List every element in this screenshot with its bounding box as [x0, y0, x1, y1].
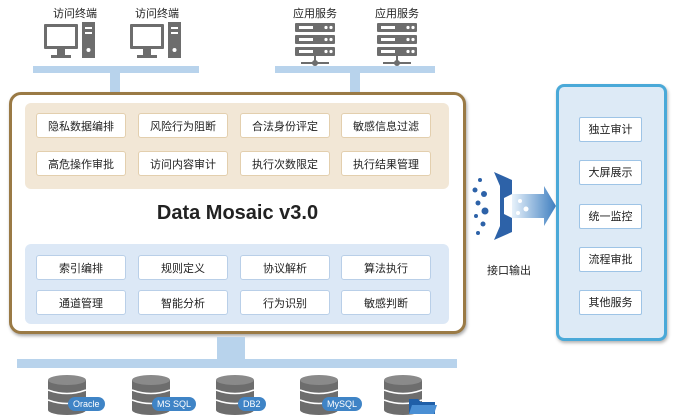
engine-function-area: 索引编排 规则定义 协议解析 算法执行 通道管理 智能分析 行为识别 敏感判断 [25, 244, 449, 324]
database-oracle: Oracle [42, 374, 112, 418]
function-high-risk-approval: 高危操作审批 [36, 151, 126, 176]
output-services-panel: 独立审计 大屏展示 统一监控 流程审批 其他服务 [556, 84, 667, 341]
server-connector-bar [275, 66, 435, 73]
output-other-services: 其他服务 [579, 290, 642, 315]
terminal-connector-stem [110, 73, 120, 93]
function-execution-limit: 执行次数限定 [240, 151, 330, 176]
interface-output-label: 接口输出 [487, 264, 531, 277]
output-independent-audit: 独立审计 [579, 117, 642, 142]
function-access-audit: 访问内容审计 [138, 151, 228, 176]
terminal-connector-bar [33, 66, 199, 73]
database-label-oracle: Oracle [68, 397, 105, 411]
folder-icon [409, 399, 437, 414]
database-mysql: MySQL [294, 374, 366, 418]
monitor-icon [44, 22, 95, 58]
database-label-mysql: MySQL [322, 397, 363, 411]
system-title: Data Mosaic v3.0 [156, 202, 319, 224]
function-identity-verification: 合法身份评定 [240, 113, 330, 138]
output-unified-monitoring: 统一监控 [579, 204, 642, 229]
function-protocol-parsing: 协议解析 [240, 255, 330, 280]
function-sensitive-filter: 敏感信息过滤 [341, 113, 431, 138]
security-function-area: 隐私数据编排 风险行为阻断 合法身份评定 敏感信息过滤 高危操作审批 访问内容审… [25, 103, 449, 189]
function-intelligent-analysis: 智能分析 [138, 290, 228, 315]
function-algorithm-execution: 算法执行 [341, 255, 431, 280]
server-label-1: 应用服务 [293, 7, 337, 20]
server-label-2: 应用服务 [375, 7, 419, 20]
database-label-db2: DB2 [238, 397, 266, 411]
database-db2: DB2 [210, 374, 280, 418]
server-icon [377, 23, 417, 66]
database-files [378, 374, 448, 418]
output-process-approval: 流程审批 [579, 247, 642, 272]
monitor-icon [130, 22, 181, 58]
function-sensitivity-judgment: 敏感判断 [341, 290, 431, 315]
server-connector-stem [350, 73, 360, 93]
function-rule-definition: 规则定义 [138, 255, 228, 280]
terminal-label-1: 访问终端 [53, 7, 97, 20]
output-big-screen: 大屏展示 [579, 160, 642, 185]
terminal-label-2: 访问终端 [135, 7, 179, 20]
server-icon [295, 23, 335, 66]
function-result-management: 执行结果管理 [341, 151, 431, 176]
function-risk-blocking: 风险行为阻断 [138, 113, 228, 138]
function-behavior-recognition: 行为识别 [240, 290, 330, 315]
database-mssql: MS SQL [126, 374, 202, 418]
function-privacy-orchestration: 隐私数据编排 [36, 113, 126, 138]
function-index-orchestration: 索引编排 [36, 255, 126, 280]
database-label-mssql: MS SQL [152, 397, 197, 411]
interface-output-icon [472, 172, 556, 240]
database-connector-stem [217, 337, 245, 359]
function-channel-management: 通道管理 [36, 290, 126, 315]
database-connector-bar [17, 359, 457, 368]
